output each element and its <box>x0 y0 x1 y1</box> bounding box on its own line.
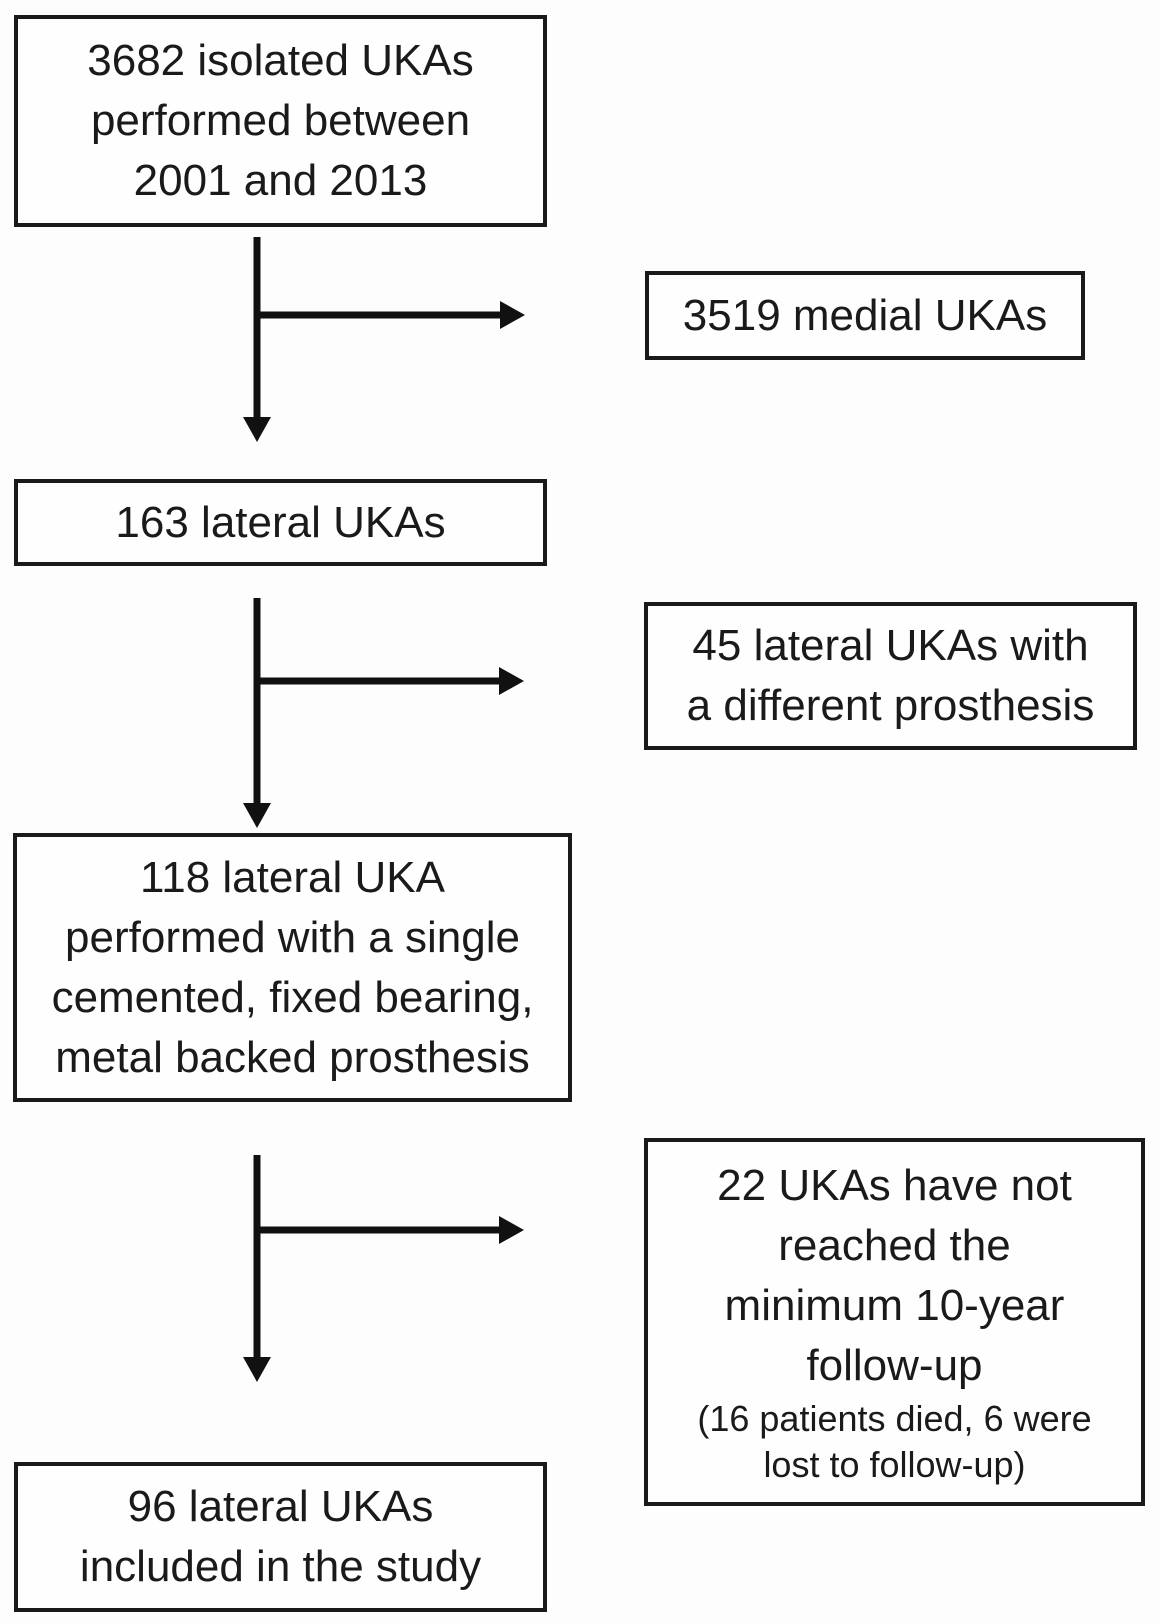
box-single-prosthesis-text: 118 lateral UKA performed with a single … <box>51 852 534 1082</box>
box-total-ukas-text: 3682 isolated UKAs performed between 200… <box>87 36 474 205</box>
box-single-prosthesis: 118 lateral UKA performed with a single … <box>13 833 572 1102</box>
box-lateral-ukas: 163 lateral UKAs <box>14 479 547 566</box>
arrow-total-to-lateral-head-icon <box>243 417 271 442</box>
arrow-single-to-included-head-icon <box>243 1357 271 1382</box>
arrow-lateral-to-single <box>243 598 524 828</box>
arrow-lateral-to-single-head-icon <box>243 803 271 828</box>
box-medial-ukas-text: 3519 medial UKAs <box>682 290 1048 340</box>
box-medial-ukas: 3519 medial UKAs <box>645 271 1085 360</box>
box-not-reached-followup: 22 UKAs have not reached the minimum 10-… <box>644 1138 1145 1506</box>
box-total-ukas: 3682 isolated UKAs performed between 200… <box>14 15 547 227</box>
box-included-study-text: 96 lateral UKAs included in the study <box>79 1482 482 1591</box>
arrow-total-to-lateral <box>243 237 525 442</box>
branch-to-medial-head-icon <box>500 301 525 329</box>
box-lateral-ukas-text: 163 lateral UKAs <box>115 497 446 547</box>
box-not-reached-followup-note: (16 patients died, 6 were lost to follow… <box>697 1398 1092 1485</box>
branch-to-not-reached-head-icon <box>499 1216 524 1244</box>
box-not-reached-followup-text: 22 UKAs have not reached the minimum 10-… <box>717 1161 1072 1390</box>
box-different-prosthesis-text: 45 lateral UKAs with a different prosthe… <box>686 621 1095 730</box>
box-different-prosthesis: 45 lateral UKAs with a different prosthe… <box>644 602 1137 750</box>
branch-to-different-head-icon <box>499 667 524 695</box>
arrow-single-to-included <box>243 1155 524 1382</box>
box-included-study: 96 lateral UKAs included in the study <box>14 1462 547 1612</box>
